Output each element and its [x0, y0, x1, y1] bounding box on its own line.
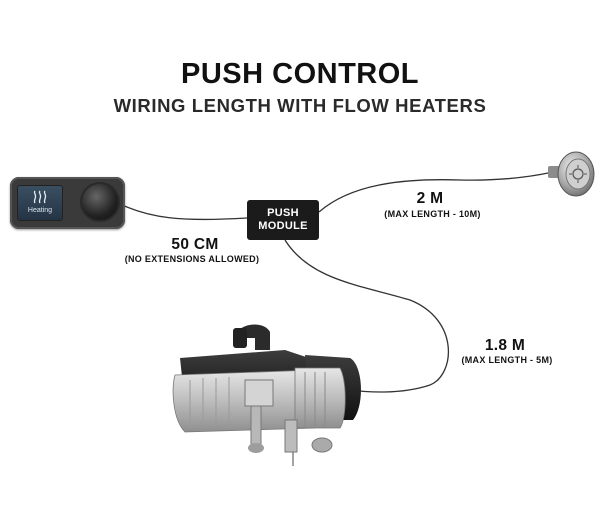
heater-icon	[172, 324, 361, 466]
diagram-subtitle: WIRING LENGTH WITH FLOW HEATERS	[113, 95, 487, 116]
wire-length-controller: 50 CM	[171, 236, 219, 253]
wire-note-button: (MAX LENGTH - 10M)	[384, 209, 481, 219]
controller-icon: Heating	[10, 177, 125, 229]
diagram-title: PUSH CONTROL	[181, 58, 419, 90]
wire-module-to-button	[318, 171, 554, 213]
push-module-line2: MODULE	[258, 220, 308, 232]
wire-note-controller: (NO EXTENSIONS ALLOWED)	[124, 254, 260, 264]
wire-length-heater: 1.8 M	[484, 337, 526, 354]
controller-screen: Heating	[17, 185, 63, 221]
push-module-line1: PUSH	[267, 207, 299, 219]
controller-screen-text: Heating	[27, 207, 53, 214]
wire-length-button: 2 M	[416, 190, 444, 207]
wire-note-heater: (MAX LENGTH - 5M)	[461, 355, 553, 365]
controller-knob	[80, 182, 120, 222]
push-module-box: PUSH MODULE	[247, 200, 319, 240]
wire-module-to-heater	[284, 239, 449, 393]
wire-controller-to-module	[119, 203, 248, 221]
push-button-icon	[548, 151, 595, 197]
heat-waves-icon	[33, 190, 47, 204]
